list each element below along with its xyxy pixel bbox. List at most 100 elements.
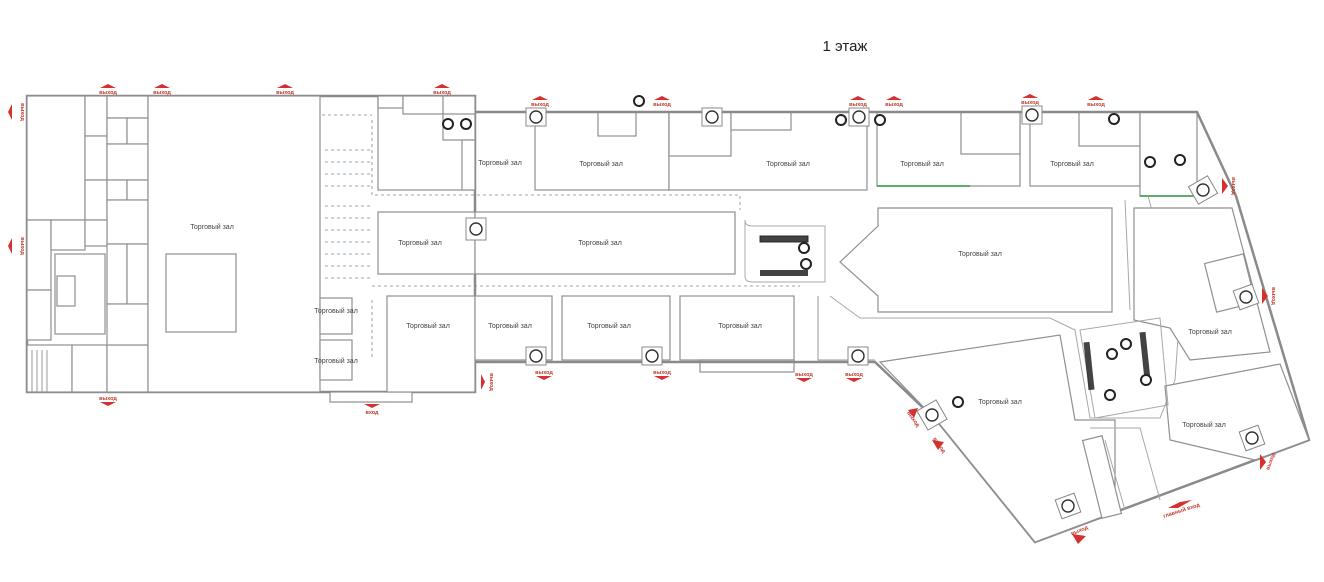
exit-marker: выход [1222, 177, 1236, 195]
exit-label: выход [535, 370, 553, 376]
elevator-icon [460, 118, 472, 130]
exit-label: выход [99, 396, 117, 402]
elevator-icon [874, 114, 886, 126]
exit-label: выход [19, 237, 25, 255]
stairs-markers [465, 105, 1266, 520]
exit-marker: выход [531, 96, 549, 108]
exit-label: выход [19, 103, 25, 121]
shop-hall-label: Торговый зал [900, 160, 944, 168]
elevator-icon [800, 258, 812, 270]
exit-label: выход [653, 370, 671, 376]
elevator-icon [1174, 154, 1186, 166]
elevator-icon [1140, 374, 1152, 386]
exit-marker: выход [8, 237, 25, 255]
shop-hall-label: Торговый зал [314, 357, 358, 365]
exit-label: выход [845, 372, 863, 378]
stairs-icon [1187, 175, 1219, 205]
escalator-icon [1139, 331, 1151, 381]
exit-marker: выход [433, 84, 451, 96]
exit-marker: выход [795, 372, 813, 382]
stairs-icon [701, 107, 723, 127]
right-wing: Торговый зал Торговый зал Торговый зал [475, 110, 1311, 544]
shop-hall-label: Торговый зал [766, 160, 810, 168]
exit-label: выход [1021, 100, 1039, 106]
exit-marker: выход [8, 103, 25, 121]
stairs-icon [641, 346, 663, 366]
exit-marker: выход [481, 373, 494, 391]
stairs-icon [916, 399, 948, 431]
exit-label: выход [1265, 452, 1277, 471]
evacuation-path [322, 114, 800, 360]
shop-hall-label: Торговый зал [718, 322, 762, 330]
elevator-icon [1144, 156, 1156, 168]
exit-label: выход [531, 102, 549, 108]
stairs-icon [1021, 105, 1043, 125]
exit-marker: выход [99, 396, 117, 406]
shop-hall-label: Торговый зал [488, 322, 532, 330]
elevator-icon [1106, 348, 1118, 360]
exit-label: выход [653, 102, 671, 108]
top-row-shops: Торговый зал Торговый зал Торговый зал Т… [377, 95, 1198, 197]
stairs-icon [1054, 492, 1082, 520]
elevator-icon [835, 114, 847, 126]
stairs-icon [525, 346, 547, 366]
exit-label: выход [488, 373, 494, 391]
elevator-icon [1108, 113, 1120, 125]
shop-hall-label: Торговый зал [478, 159, 522, 167]
exit-marker: выход [885, 96, 903, 108]
floor-title: 1 этаж [822, 38, 868, 55]
shop-hall-label: Торговый зал [958, 250, 1002, 258]
shop-hall-label: Торговый зал [1182, 421, 1226, 429]
exit-marker: выход [276, 84, 294, 96]
shop-hall-label: Торговый зал [578, 239, 622, 247]
shop-hall-label: Торговый зал [406, 322, 450, 330]
stairs-icon [1232, 283, 1260, 311]
shop-hall-label: Торговый зал [190, 223, 234, 231]
elevator-markers [442, 95, 1186, 408]
elevator-icon [1104, 389, 1116, 401]
shop-hall-label: Торговый зал [398, 239, 442, 247]
elevator-icon [1120, 338, 1132, 350]
exit-label: выход [885, 102, 903, 108]
exit-label: выход [1087, 102, 1105, 108]
escalator-icon [759, 235, 809, 243]
exit-label: выход [795, 372, 813, 378]
shop-hall-label: Торговый зал [1050, 160, 1094, 168]
shop-hall-label: Торговый зал [1188, 328, 1232, 336]
exit-label: выход [1270, 287, 1276, 305]
exit-label: выход [276, 90, 294, 96]
bottom-row-shops: Торговый зал Торговый зал Торговый зал Т… [386, 295, 875, 393]
elevator-icon [442, 118, 454, 130]
escalator-icon [760, 270, 808, 276]
shop-hall-label: Торговый зал [587, 322, 631, 330]
stairs-icon [847, 346, 869, 366]
exit-label: выход [1230, 177, 1236, 195]
exit-label: выход [931, 436, 946, 454]
shop-hall-label: Торговый зал [314, 307, 358, 315]
escalators [759, 235, 1151, 391]
exit-marker: выход [535, 370, 553, 380]
exit-marker: выход [1021, 94, 1039, 106]
exit-marker: выход [1087, 96, 1105, 108]
exit-marker: выход [153, 84, 171, 96]
shop-hall-label: Торговый зал [579, 160, 623, 168]
exit-marker: выход [1260, 452, 1277, 471]
entrance-label: вход [365, 410, 379, 416]
elevator-icon [633, 95, 645, 107]
exit-marker: выход [653, 370, 671, 380]
exit-marker: выход [99, 84, 117, 96]
exit-marker: выход [931, 436, 946, 454]
stairs-icon [525, 107, 547, 127]
main-entrance-marker: главный вход [1162, 500, 1201, 520]
exit-label: выход [153, 90, 171, 96]
exit-marker: выход [845, 372, 863, 382]
stairs-icon [848, 107, 870, 127]
elevator-icon [952, 396, 964, 408]
exit-label: выход [99, 90, 117, 96]
exit-label: выход [433, 90, 451, 96]
stairs-icon [465, 217, 487, 241]
exit-label: выход [849, 102, 867, 108]
exit-marker: выход [1262, 287, 1276, 305]
exit-marker: выход [653, 96, 671, 108]
